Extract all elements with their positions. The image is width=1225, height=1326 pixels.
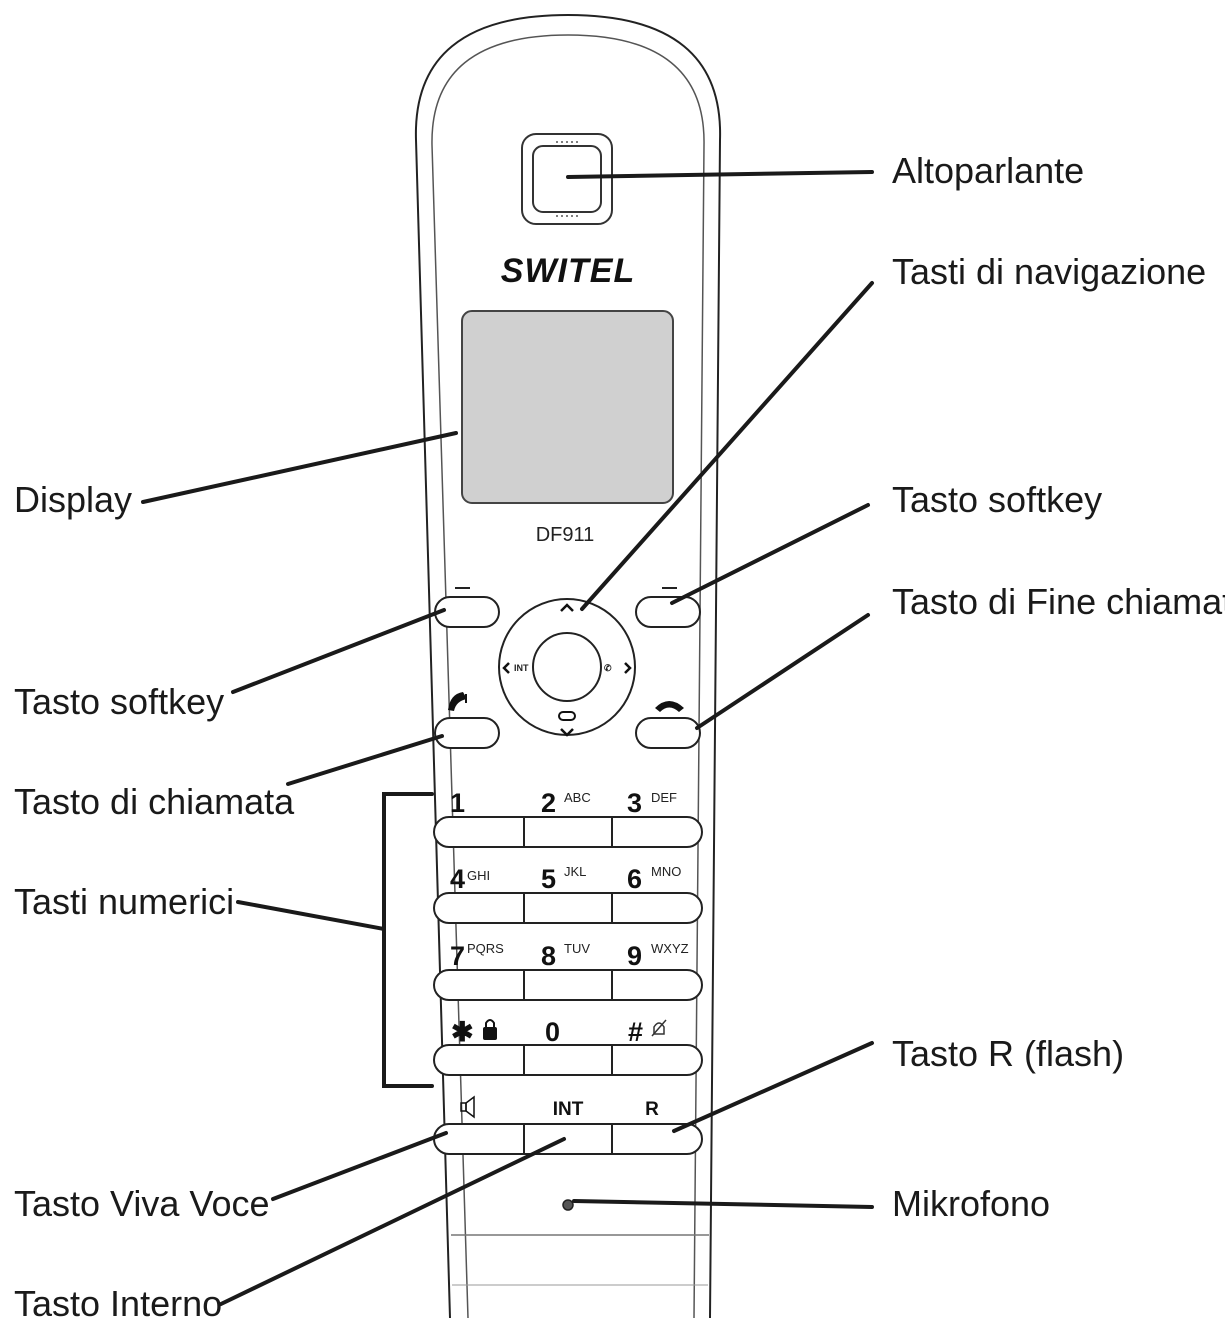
- numeric-bracket: [382, 792, 434, 1088]
- nav-down-mark: [558, 711, 576, 721]
- key-4-letters: GHI: [467, 868, 490, 883]
- key-2-letters: ABC: [564, 790, 591, 805]
- key-hash-digit: #: [628, 1017, 643, 1047]
- key-5-letters: JKL: [564, 864, 586, 879]
- model-name: DF911: [536, 524, 595, 546]
- nav-right-arrow-icon: [624, 662, 632, 674]
- ringer-off-icon: [651, 1019, 667, 1037]
- key-6-digit: 6: [627, 864, 642, 894]
- label-microphone: Mikrofono: [892, 1183, 1050, 1224]
- label-softkey-left: Tasto softkey: [14, 681, 224, 722]
- key-9-letters: WXYZ: [651, 941, 689, 956]
- leader-lines: [141, 170, 874, 1306]
- keypad-row-1[interactable]: [433, 816, 703, 848]
- speaker-icon: [460, 1095, 475, 1119]
- key-7-digit: 7: [450, 941, 465, 971]
- key-0-digit: 0: [545, 1017, 560, 1047]
- softkey-right[interactable]: [635, 587, 701, 628]
- key-3-digit: 3: [627, 788, 642, 818]
- key-7-letters: PQRS: [467, 941, 504, 956]
- microphone-hole: [562, 1199, 574, 1211]
- key-4-digit: 4: [450, 864, 465, 894]
- key-1-digit: 1: [450, 788, 465, 818]
- nav-down-arrow-icon: [560, 728, 574, 737]
- handset-hangup-icon: [655, 701, 684, 712]
- key-legends: 1 2 ABC 3 DEF 4 GHI 5 JKL 6 MNO 7 PQRS 8…: [450, 788, 689, 1120]
- keypad-row-4[interactable]: [433, 1044, 703, 1076]
- key-3-letters: DEF: [651, 790, 677, 805]
- r-key-label: R: [645, 1099, 659, 1120]
- nav-up-arrow-icon: [560, 603, 574, 612]
- key-star-digit: ✱: [451, 1017, 474, 1047]
- label-r-flash: Tasto R (flash): [892, 1033, 1124, 1074]
- callout-labels: Altoparlante Tasti di navigazione Displa…: [14, 150, 1225, 1324]
- key-5-digit: 5: [541, 864, 556, 894]
- keypad-row-2[interactable]: [433, 892, 703, 924]
- lock-icon: [483, 1019, 497, 1040]
- end-call-key[interactable]: [635, 701, 701, 749]
- key-8-letters: TUV: [564, 941, 590, 956]
- nav-right-mark: ✆: [604, 663, 612, 673]
- label-display: Display: [14, 479, 132, 520]
- int-key-label: INT: [553, 1099, 584, 1120]
- key-8-digit: 8: [541, 941, 556, 971]
- label-speaker: Altoparlante: [892, 150, 1084, 191]
- label-numeric: Tasti numerici: [14, 881, 234, 922]
- navigation-keys[interactable]: INT ✆: [498, 598, 636, 737]
- keypad-row-3[interactable]: [433, 969, 703, 1001]
- key-6-letters: MNO: [651, 864, 681, 879]
- call-key[interactable]: [434, 692, 500, 749]
- label-handsfree: Tasto Viva Voce: [14, 1183, 270, 1224]
- keypad-row-function[interactable]: [433, 1123, 703, 1155]
- label-navigation: Tasti di navigazione: [892, 251, 1206, 292]
- brand-logo: SWITEL: [501, 252, 635, 290]
- label-softkey-right: Tasto softkey: [892, 479, 1102, 520]
- handset-pickup-icon: [448, 692, 467, 711]
- nav-left-mark: INT: [514, 663, 529, 673]
- display-screen: [461, 310, 674, 504]
- label-internal: Tasto Interno: [14, 1283, 222, 1324]
- key-9-digit: 9: [627, 941, 642, 971]
- key-2-digit: 2: [541, 788, 556, 818]
- label-call: Tasto di chiamata: [14, 781, 295, 822]
- nav-left-arrow-icon: [502, 662, 510, 674]
- label-end-call: Tasto di Fine chiamata: [892, 581, 1225, 622]
- speaker-grille: [521, 133, 613, 225]
